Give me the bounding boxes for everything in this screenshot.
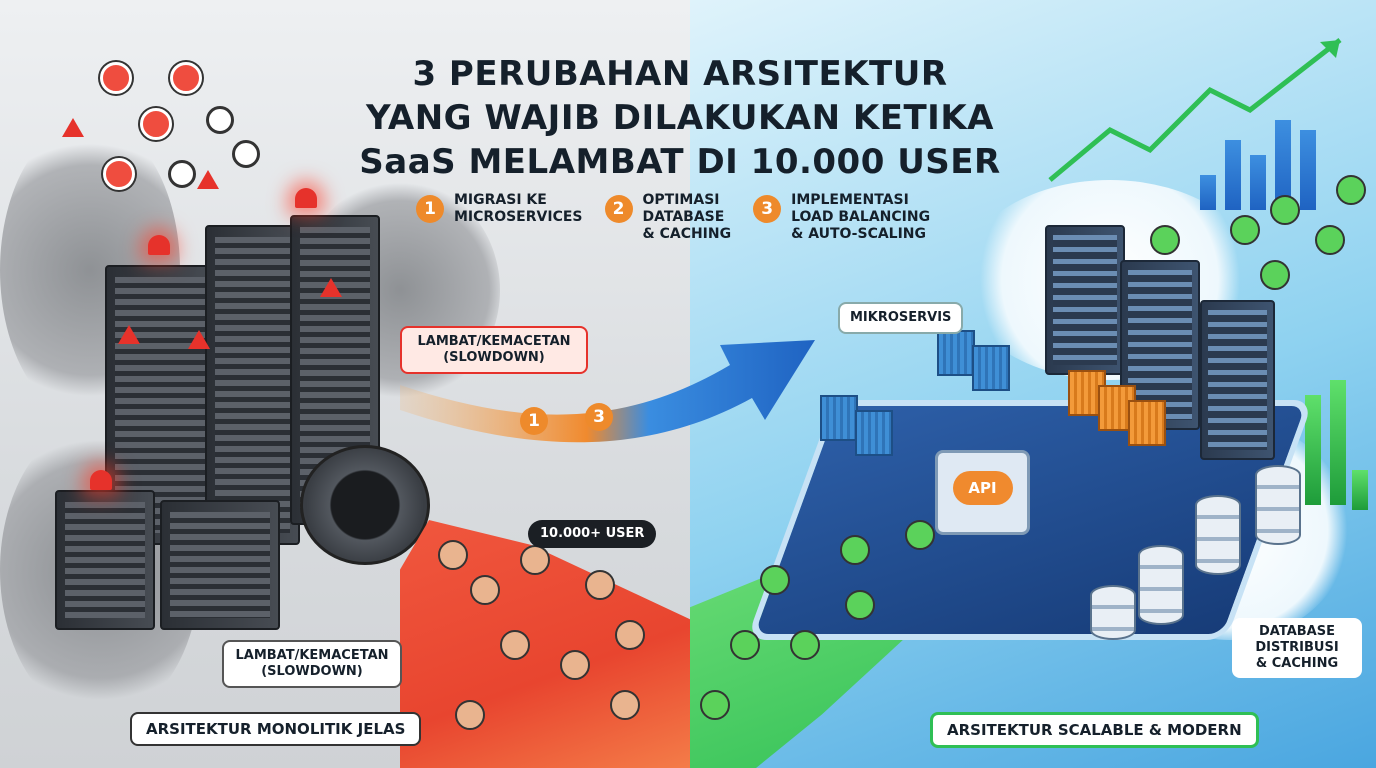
container-icon — [855, 410, 893, 456]
step-number: 1 — [416, 195, 444, 223]
database-icon — [1138, 545, 1184, 625]
server-rack — [1045, 225, 1125, 375]
siren-icon — [90, 470, 112, 490]
angry-face-icon — [170, 62, 202, 94]
happy-user-icon — [845, 590, 875, 620]
user-count-badge: 10.000+ USER — [528, 520, 657, 548]
siren-icon — [295, 188, 317, 208]
warning-icon — [197, 170, 219, 189]
step-1: 1 MIGRASI KE MICROSERVICES — [416, 192, 583, 243]
happy-user-icon — [1336, 175, 1366, 205]
stopwatch-icon — [232, 140, 260, 168]
database-icon — [1195, 495, 1241, 575]
container-icon — [972, 345, 1010, 391]
step-3: 3 IMPLEMENTASI LOAD BALANCING & AUTO-SCAL… — [753, 192, 930, 243]
chart-bar — [1330, 380, 1346, 505]
arrow-marker-3: 3 — [585, 403, 613, 431]
container-icon — [820, 395, 858, 441]
happy-user-icon — [905, 520, 935, 550]
growth-chart — [1048, 38, 1370, 210]
warning-icon — [118, 325, 140, 344]
chart-bar — [1300, 130, 1316, 210]
growth-arrow-icon — [1048, 38, 1342, 182]
slowdown-callout-top: LAMBAT/KEMACETAN (SLOWDOWN) — [400, 326, 588, 374]
arrow-marker-1: 1 — [520, 407, 548, 435]
transition-arrow-icon — [400, 340, 815, 443]
angry-face-icon — [103, 158, 135, 190]
page-title: 3 PERUBAHAN ARSITEKTUR YANG WAJIB DILAKU… — [330, 52, 1030, 184]
chart-bar — [1305, 395, 1321, 505]
database-label: DATABASE DISTRIBUSI & CACHING — [1232, 618, 1362, 678]
microservices-label: MIKROSERVIS — [838, 302, 964, 334]
happy-user-icon — [840, 535, 870, 565]
happy-user-icon — [730, 630, 760, 660]
step-number: 3 — [753, 195, 782, 223]
database-icon — [1090, 585, 1136, 640]
happy-user-icon — [1270, 195, 1300, 225]
server-rack — [55, 490, 155, 630]
scalable-footer-label: ARSITEKTUR SCALABLE & MODERN — [930, 712, 1259, 748]
slowdown-callout-bottom: LAMBAT/KEMACETAN (SLOWDOWN) — [222, 640, 402, 688]
title-line: SaaS MELAMBAT DI 10.000 USER — [359, 142, 1001, 182]
angry-user-icon — [455, 700, 485, 730]
chart-bar — [1225, 140, 1241, 210]
angry-user-icon — [520, 545, 550, 575]
happy-user-icon — [1150, 225, 1180, 255]
happy-user-icon — [700, 690, 730, 720]
angry-face-icon — [140, 108, 172, 140]
bottleneck-pipe — [300, 445, 430, 565]
warning-icon — [62, 118, 84, 137]
chart-bar — [1250, 155, 1266, 210]
angry-face-icon — [100, 62, 132, 94]
step-label: IMPLEMENTASI LOAD BALANCING & AUTO-SCALI… — [791, 192, 931, 242]
angry-user-icon — [585, 570, 615, 600]
angry-user-icon — [610, 690, 640, 720]
angry-user-icon — [560, 650, 590, 680]
chart-bar — [1200, 175, 1216, 210]
title-line: YANG WAJIB DILAKUKAN KETIKA — [366, 98, 994, 138]
happy-user-icon — [1315, 225, 1345, 255]
happy-user-icon — [790, 630, 820, 660]
api-cloud-icon: API — [952, 471, 1013, 505]
siren-icon — [148, 235, 170, 255]
angry-user-icon — [615, 620, 645, 650]
cache-container-icon — [1128, 400, 1166, 446]
stopwatch-icon — [168, 160, 196, 188]
api-gateway: API — [935, 450, 1030, 535]
chart-bar — [1352, 470, 1368, 510]
happy-user-icon — [1260, 260, 1290, 290]
title-line: 3 PERUBAHAN ARSITEKTUR — [412, 54, 948, 94]
chart-bar — [1275, 120, 1291, 210]
database-icon — [1255, 465, 1301, 545]
angry-user-icon — [470, 575, 500, 605]
angry-user-icon — [500, 630, 530, 660]
step-label: MIGRASI KE MICROSERVICES — [454, 192, 583, 225]
container-icon — [937, 330, 975, 376]
server-rack — [1200, 300, 1275, 460]
step-2: 2 OPTIMASI DATABASE & CACHING — [604, 192, 732, 243]
stopwatch-icon — [206, 106, 234, 134]
step-label: OPTIMASI DATABASE & CACHING — [642, 192, 732, 242]
server-rack — [205, 225, 300, 545]
warning-icon — [188, 330, 210, 349]
warning-icon — [320, 278, 342, 297]
steps-list: 1 MIGRASI KE MICROSERVICES 2 OPTIMASI DATA… — [416, 192, 930, 243]
monolith-footer-label: ARSITEKTUR MONOLITIK JELAS — [130, 712, 422, 746]
angry-user-icon — [438, 540, 468, 570]
happy-user-icon — [1230, 215, 1260, 245]
server-rack — [160, 500, 280, 630]
monolith-panel: LAMBAT/KEMACETAN (SLOWDOWN) LAMBAT/KEMAC… — [0, 0, 690, 768]
step-number: 2 — [604, 195, 633, 223]
happy-user-icon — [760, 565, 790, 595]
